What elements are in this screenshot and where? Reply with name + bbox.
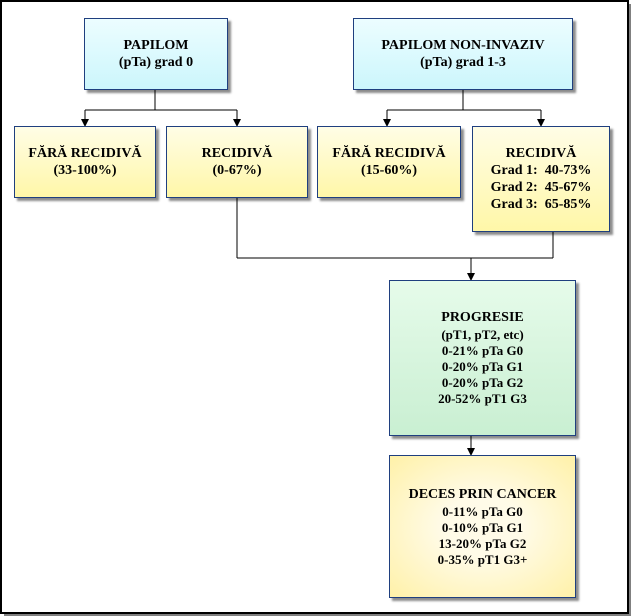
node-recidiva-1-title: RECIDIVĂ <box>201 146 273 161</box>
node-progresie-line-1: (pT1, pT2, etc) <box>441 327 524 342</box>
node-papilom-non-invaziv: PAPILOM NON-INVAZIV (pTa) grad 1-3 <box>353 18 573 90</box>
node-papilom-title: PAPILOM <box>123 38 189 53</box>
node-papilom: PAPILOM (pTa) grad 0 <box>84 18 228 90</box>
node-recidiva-2-grad-3: Grad 3: 65-85% <box>490 197 592 212</box>
node-fara-recidiva-2: FĂRĂ RECIDIVĂ (15-60%) <box>317 126 461 198</box>
node-fara-recidiva-1: FĂRĂ RECIDIVĂ (33-100%) <box>14 126 156 198</box>
node-fara-recidiva-1-value: (33-100%) <box>53 163 117 178</box>
node-fara-recidiva-1-title: FĂRĂ RECIDIVĂ <box>28 146 142 161</box>
node-progresie: PROGRESIE (pT1, pT2, etc) 0-21% pTa G0 0… <box>389 280 576 436</box>
node-recidiva-2-grad-1: Grad 1: 40-73% <box>490 163 592 178</box>
node-deces-line-1: 0-11% pTa G0 <box>442 503 523 519</box>
node-papilom-subtitle: (pTa) grad 0 <box>118 55 194 70</box>
node-recidiva-2-grad-2: Grad 2: 45-67% <box>490 180 592 195</box>
node-progresie-title: PROGRESIE <box>441 310 524 325</box>
node-recidiva-1-value: (0-67%) <box>212 163 262 178</box>
node-deces-prin-cancer: DECES PRIN CANCER 0-11% pTa G0 0-10% pTa… <box>389 455 576 598</box>
node-deces-line-2: 0-10% pTa G1 <box>441 519 524 535</box>
node-progresie-line-4: 0-20% pTa G2 <box>441 375 524 390</box>
node-progresie-line-2: 0-21% pTa G0 <box>441 343 524 358</box>
node-recidiva-1: RECIDIVĂ (0-67%) <box>166 126 308 198</box>
node-papilom-non-invaziv-title: PAPILOM NON-INVAZIV <box>381 38 545 53</box>
node-recidiva-2: RECIDIVĂ Grad 1: 40-73% Grad 2: 45-67% G… <box>472 126 610 232</box>
node-deces-title: DECES PRIN CANCER <box>408 486 557 502</box>
node-fara-recidiva-2-title: FĂRĂ RECIDIVĂ <box>332 146 446 161</box>
node-deces-line-4: 0-35% pT1 G3+ <box>437 551 528 567</box>
node-progresie-line-3: 0-20% pTa G1 <box>441 359 524 374</box>
node-progresie-line-5: 20-52% pT1 G3 <box>438 391 527 406</box>
node-fara-recidiva-2-value: (15-60%) <box>361 163 417 178</box>
node-papilom-non-invaziv-subtitle: (pTa) grad 1-3 <box>420 55 506 70</box>
node-recidiva-2-title: RECIDIVĂ <box>505 146 577 161</box>
node-deces-line-3: 13-20% pTa G2 <box>438 535 527 551</box>
